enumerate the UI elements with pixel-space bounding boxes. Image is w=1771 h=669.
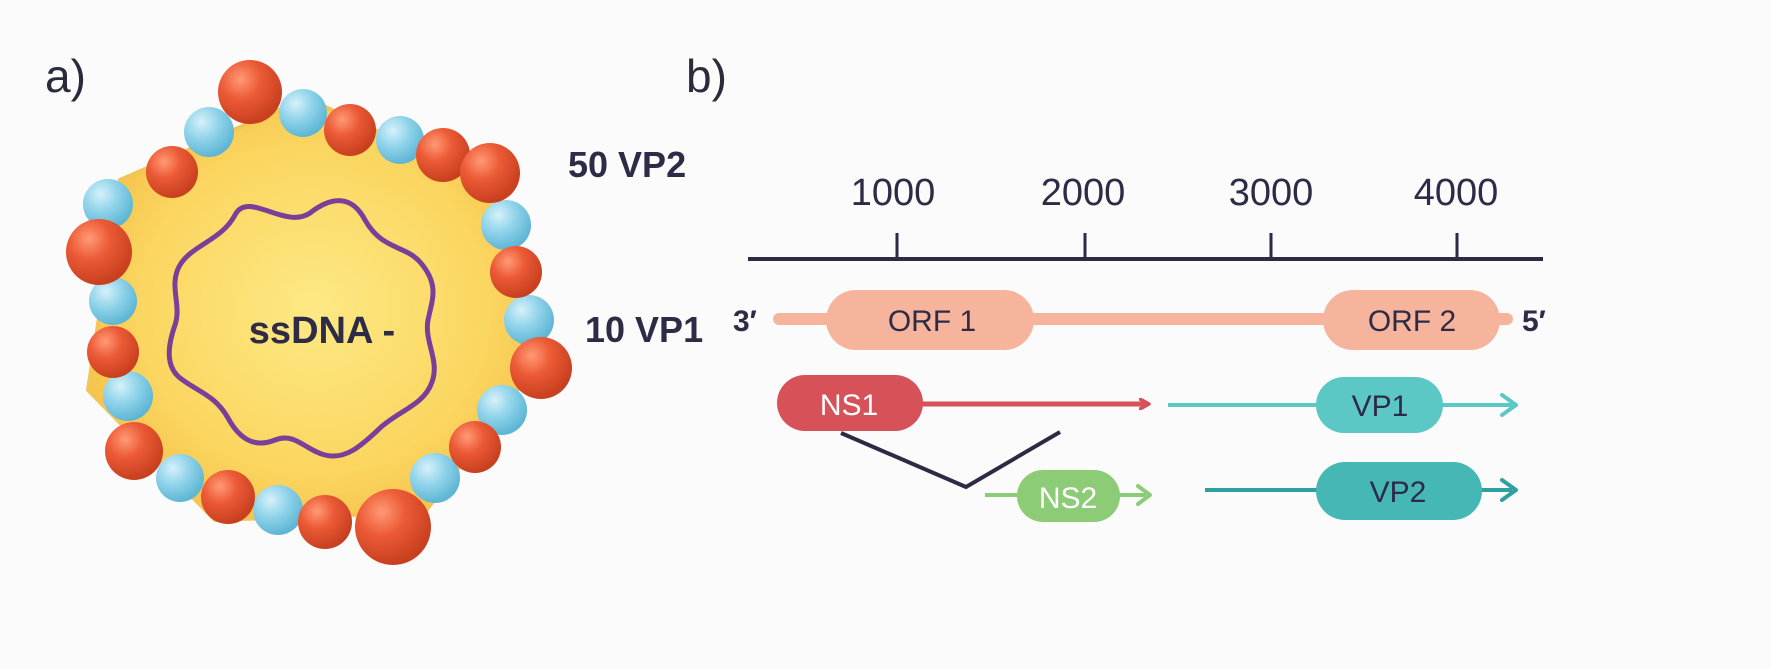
- vp-protein-small: [156, 454, 204, 502]
- vp1-count-label: 10 VP1: [585, 309, 703, 350]
- ns1-transcript: NS1: [777, 375, 1148, 431]
- vp-protein-large: [218, 60, 282, 124]
- capsid-proteins: [66, 60, 572, 565]
- vp-protein-large: [449, 421, 501, 473]
- vp-protein-small: [477, 385, 527, 435]
- ns1-box: [777, 375, 923, 431]
- axis-tick-label-4000: 4000: [1414, 172, 1499, 214]
- panel-a-label: a): [45, 50, 86, 102]
- vp1-label: VP1: [1352, 390, 1409, 423]
- axis-tick-label-3000: 3000: [1229, 172, 1314, 214]
- ns2-arrowhead: [1136, 484, 1152, 506]
- genome-axis: 1000 2000 3000 4000: [748, 172, 1543, 261]
- ns2-label: NS2: [1039, 482, 1097, 515]
- vp-protein-large: [146, 146, 198, 198]
- vp2-box: [1316, 462, 1482, 520]
- vp-protein-large: [460, 143, 520, 203]
- vp-protein-small: [504, 295, 554, 345]
- vp2-count-label: 50 VP2: [568, 144, 686, 185]
- vp-protein-large: [298, 495, 352, 549]
- vp2-transcript: VP2: [1205, 462, 1518, 520]
- ns2-box: [1017, 470, 1120, 522]
- vp-protein-large: [105, 422, 163, 480]
- vp-protein-small: [253, 485, 303, 535]
- orf2-label: ORF 2: [1368, 305, 1456, 338]
- genome-end-3-label: 3′: [733, 305, 757, 338]
- vp-protein-large: [324, 104, 376, 156]
- vp-protein-large: [490, 246, 542, 298]
- vp-protein-small: [83, 179, 133, 229]
- vp-protein-small: [410, 453, 460, 503]
- genome-strand: [166, 198, 437, 459]
- genome-map: 3′ ORF 1 ORF 2 5′: [733, 290, 1546, 350]
- vp2-arrowhead: [1500, 478, 1518, 502]
- panel-b-label: b): [686, 50, 727, 102]
- axis-tick-label-1000: 1000: [851, 172, 936, 214]
- vp1-arrowhead: [1500, 393, 1518, 417]
- vp-protein-large: [416, 128, 470, 182]
- vp-protein-small: [481, 200, 531, 250]
- axis-tick-label-2000: 2000: [1041, 172, 1126, 214]
- vp-protein-large: [201, 470, 255, 524]
- vp1-transcript: VP1: [1168, 377, 1518, 433]
- vp-protein-large: [510, 337, 572, 399]
- vp-protein-large: [87, 326, 139, 378]
- vp-protein-small: [279, 89, 327, 137]
- orf1-box: [826, 290, 1034, 350]
- vp-protein-small: [184, 107, 234, 157]
- ns2-splice-line: [840, 430, 1062, 490]
- genome-end-5-label: 5′: [1522, 305, 1546, 338]
- panel-a: a) ssDNA - 50 VP2 10 VP1: [45, 50, 703, 565]
- orf1-label: ORF 1: [888, 305, 976, 338]
- genome-label: ssDNA -: [249, 310, 395, 352]
- vp-protein-small: [376, 116, 424, 164]
- vp-protein-large: [66, 219, 132, 285]
- vp-protein-small: [103, 371, 153, 421]
- vp-protein-small: [89, 277, 137, 325]
- vp-protein-large: [355, 489, 431, 565]
- virus-particle: ssDNA -: [66, 60, 572, 565]
- vp1-box: [1316, 377, 1443, 433]
- orf2-box: [1323, 290, 1500, 350]
- panel-b: b) 1000 2000 3000 4000 3′ ORF 1 ORF 2 5′: [686, 50, 1546, 522]
- vp2-label: VP2: [1370, 476, 1427, 509]
- ns1-label: NS1: [820, 389, 878, 422]
- ns2-transcript: NS2: [985, 470, 1152, 522]
